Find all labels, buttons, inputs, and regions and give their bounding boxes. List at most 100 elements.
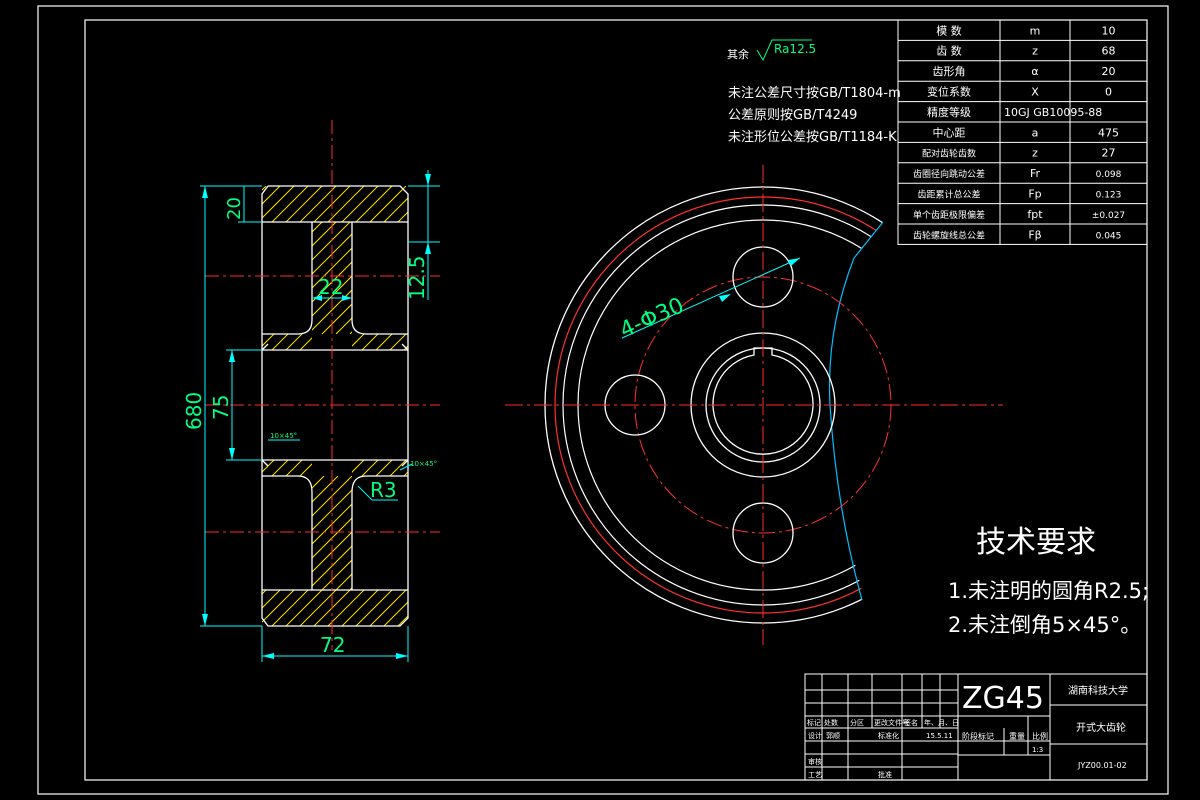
param-value: ±0.027: [1092, 211, 1125, 221]
dim-fillet: R3: [370, 478, 397, 502]
revision-headers: 标记处数 分区 更改文件号签名年、月、日: [807, 718, 959, 727]
stage-label: 阶段标记: [962, 731, 994, 741]
revision-header: 更改文件号: [874, 718, 909, 727]
tech-req-title: 技术要求: [976, 525, 1096, 560]
standard-label: 标准化: [878, 731, 899, 740]
param-value: 0: [1105, 85, 1112, 98]
design-date: 15.5.11: [926, 732, 953, 740]
param-value: 475: [1098, 126, 1119, 139]
title-block-grid: [804, 673, 1148, 781]
param-name: 配对齿轮齿数: [922, 148, 976, 160]
param-name: 单个齿距极限偏差: [913, 209, 985, 221]
weight-label: 重量: [1009, 731, 1025, 741]
hatch-region: [312, 222, 352, 334]
hole-leader-arrow1: [788, 258, 800, 266]
tech-req-item-1: 1.未注明的圆角R2.5;: [948, 579, 1149, 603]
revision-header: 处数: [824, 718, 838, 727]
part-name: 开式大齿轮: [1076, 721, 1126, 734]
param-value: 27: [1102, 147, 1116, 160]
material: ZG45: [962, 681, 1044, 716]
param-symbol: Fr: [1030, 167, 1041, 180]
param-name: 齿圈径向跳动公差: [913, 168, 985, 180]
break-line: [828, 221, 884, 601]
param-value: 20: [1102, 65, 1116, 78]
param-value: 0.123: [1096, 190, 1122, 200]
dim-hub-diameter: 75: [209, 395, 233, 420]
param-name: 中心距: [933, 126, 966, 139]
param-symbol: a: [1032, 126, 1039, 139]
hole: [732, 502, 794, 564]
roughness-value: Ra12.5: [774, 42, 816, 56]
section-dimension-lines: [200, 170, 440, 662]
dim-outer-diameter: 680: [182, 392, 206, 430]
param-name: 精度等级: [927, 105, 971, 119]
approve-label: 批准: [878, 770, 892, 779]
param-name: 齿距累计总公差: [917, 188, 980, 200]
section-view: 680 75 20 12.5 22 72 R3 10×45° 10×45°: [182, 120, 440, 662]
title-block: ZG45 湖南科技大学 开式大齿轮 JYZ00.01-02 阶段标记 重量 比例…: [804, 673, 1148, 781]
designer-label: 设计: [808, 731, 822, 740]
hatch-region: [262, 334, 312, 350]
revision-header: 分区: [850, 718, 864, 727]
param-name: 齿形角: [933, 65, 966, 78]
hatch-region: [352, 334, 408, 350]
hatch-region: [262, 460, 312, 476]
tech-requirements: 技术要求 1.未注明的圆角R2.5; 2.未注倒角5×45°。: [948, 525, 1149, 637]
param-symbol: α: [1031, 65, 1038, 78]
param-name: 齿轮螺旋线总公差: [913, 229, 985, 241]
tech-req-item-2: 2.未注倒角5×45°。: [948, 613, 1141, 637]
param-name: 变位系数: [927, 84, 971, 98]
hatch-regions: [262, 186, 408, 626]
hatch-region: [262, 590, 408, 626]
param-symbol: m: [1030, 24, 1041, 37]
dim-web-width: 22: [318, 275, 343, 299]
param-symbol: fpt: [1027, 208, 1043, 221]
tolerance-note-1: 未注公差尺寸按GB/T1804-m: [728, 86, 901, 101]
param-value: 0.098: [1096, 170, 1122, 180]
designer: 郭顺: [826, 731, 840, 740]
hatch-region: [312, 476, 352, 590]
school-name: 湖南科技大学: [1068, 684, 1128, 697]
dim-chamfer-left: 10×45°: [270, 432, 297, 440]
hatch-region: [262, 186, 408, 222]
inner-frame: [84, 19, 1148, 781]
revision-header: 签名: [904, 718, 918, 727]
outer-frame: [37, 5, 1169, 795]
scale-label: 比例: [1032, 731, 1048, 741]
section-dimension-texts: 680 75 20 12.5 22 72 R3 10×45° 10×45°: [182, 197, 437, 657]
param-symbol: z: [1032, 147, 1038, 160]
hole-leader-arrow2: [719, 294, 731, 302]
holes-label: 4-Φ30: [616, 293, 688, 343]
process-label: 工艺: [808, 771, 822, 779]
param-value: 10GJ GB10095-88: [1004, 106, 1102, 119]
revision-header: 年、月、日: [924, 718, 959, 727]
hatch-region: [352, 460, 408, 476]
tolerance-notes: 未注公差尺寸按GB/T1804-m 公差原则按GB/T4249 未注形位公差按G…: [728, 86, 901, 145]
param-symbol: z: [1032, 45, 1038, 58]
hole-leader: [621, 257, 801, 339]
param-value: 68: [1102, 45, 1116, 58]
param-value: 0.045: [1096, 231, 1122, 241]
param-name: 齿 数: [936, 45, 962, 58]
scale-value: 1:3: [1032, 746, 1043, 754]
param-symbol: Fp: [1028, 187, 1041, 200]
dim-rim-thickness: 20: [224, 197, 245, 220]
tolerance-note-2: 公差原则按GB/T4249: [728, 108, 857, 123]
section-outline: [261, 185, 409, 627]
dim-web-offset: 12.5: [405, 255, 429, 300]
section-arrowheads: [202, 174, 431, 659]
reviewer-label: 审核: [808, 757, 822, 766]
dim-face-width: 72: [320, 633, 345, 657]
tolerance-note-3: 未注形位公差按GB/T1184-K: [728, 130, 897, 145]
drawing-number: JYZ00.01-02: [1077, 761, 1127, 770]
revision-header: 标记: [807, 718, 821, 727]
param-name: 模 数: [936, 24, 962, 37]
dim-chamfer-right: 10×45°: [410, 460, 437, 468]
section-centerlines: [205, 120, 440, 650]
roughness-note: 其余 Ra12.5: [727, 39, 816, 62]
front-centerlines: [505, 165, 1003, 645]
param-symbol: X: [1031, 85, 1039, 98]
roughness-prefix: 其余: [727, 47, 749, 61]
